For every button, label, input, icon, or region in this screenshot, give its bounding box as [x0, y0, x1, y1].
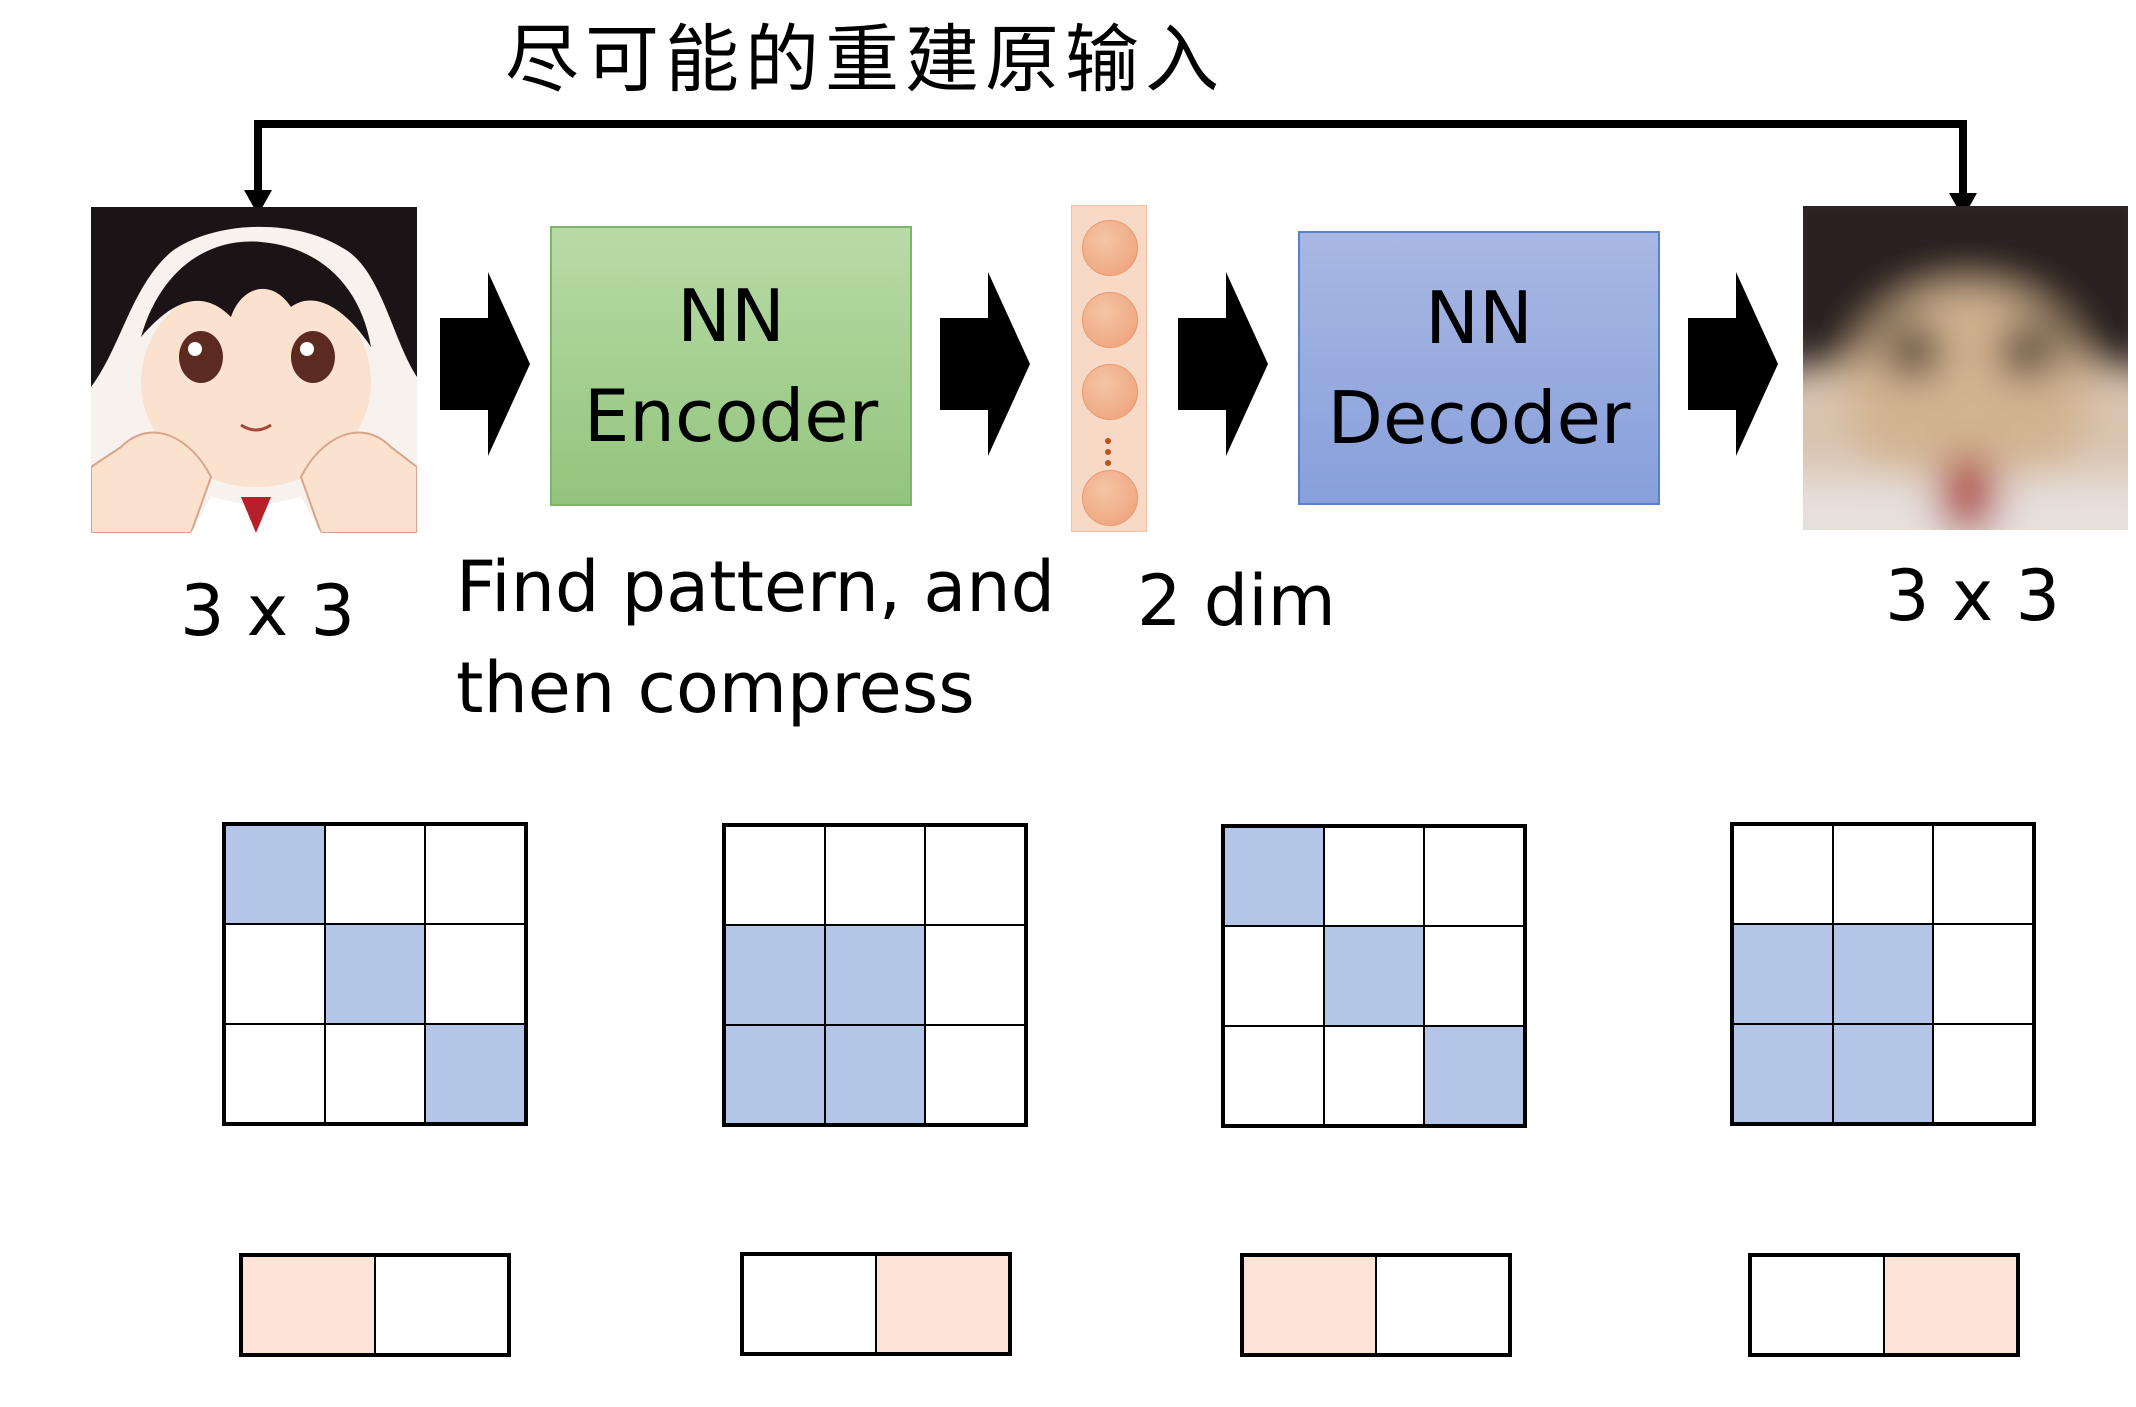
grid-cell-filled	[1324, 926, 1424, 1026]
code-dim-label: 2 dim	[1137, 560, 1336, 642]
encoder-caption-line2: then compress	[456, 647, 975, 729]
code-grid-2-3	[1240, 1253, 1512, 1357]
grid-cell-filled	[325, 924, 425, 1024]
encoder-caption-line1: Find pattern, and	[456, 546, 1056, 628]
code-cell-empty	[1751, 1256, 1884, 1354]
grid-cell-empty	[325, 825, 425, 925]
grid-cell-empty	[1324, 1025, 1424, 1125]
grid-cell-empty	[1224, 1025, 1324, 1125]
grid-cell-empty	[1833, 825, 1933, 925]
grid-cell-filled	[825, 1024, 925, 1124]
code-vector	[1071, 205, 1147, 532]
code-cell-filled	[1243, 1256, 1376, 1354]
code-grid-2-1	[239, 1253, 511, 1357]
grid-cell-filled	[725, 925, 825, 1025]
grid-cell-empty	[325, 1023, 425, 1123]
grid-cell-empty	[825, 826, 925, 926]
flow-arrow-4	[1688, 272, 1778, 456]
encoder-line1: NN	[677, 274, 785, 358]
output-size-label: 3 x 3	[1885, 555, 2060, 637]
grid-cell-empty	[1933, 1023, 2033, 1123]
code-grid-2-2	[740, 1252, 1012, 1356]
code-grid-2-4	[1748, 1253, 2020, 1357]
grid-cell-empty	[425, 924, 525, 1024]
grid-cell-empty	[1424, 827, 1524, 927]
grid-cell-empty	[925, 925, 1025, 1025]
code-node	[1082, 364, 1138, 420]
grid-cell-empty	[1424, 926, 1524, 1026]
grid-cell-filled	[1224, 827, 1324, 927]
grid-cell-filled	[825, 925, 925, 1025]
grid-cell-filled	[1833, 1023, 1933, 1123]
grid-cell-empty	[725, 826, 825, 926]
flow-arrow-2	[940, 272, 1030, 456]
grid-cell-empty	[925, 826, 1025, 926]
code-cell-empty	[743, 1255, 876, 1353]
decoder-line2: Decoder	[1327, 376, 1631, 460]
input-image	[91, 207, 417, 533]
grid-cell-empty	[225, 1023, 325, 1123]
code-cell-filled	[1884, 1256, 2017, 1354]
flow-arrow-3	[1178, 272, 1268, 456]
code-cell-filled	[242, 1256, 375, 1354]
grid-cell-filled	[1833, 924, 1933, 1024]
input-size-label: 3 x 3	[180, 570, 355, 652]
grid-cell-empty	[1933, 924, 2033, 1024]
grid-cell-filled	[1733, 1023, 1833, 1123]
grid-cell-filled	[225, 825, 325, 925]
nn-encoder-box: NN Encoder	[550, 226, 912, 506]
grid-cell-empty	[1324, 827, 1424, 927]
flow-arrow-1	[440, 272, 530, 456]
code-node	[1082, 292, 1138, 348]
code-cell-empty	[1376, 1256, 1509, 1354]
output-image	[1803, 206, 2128, 530]
code-node	[1082, 470, 1138, 526]
ellipsis-dots	[1105, 438, 1111, 471]
arrowhead-input	[244, 190, 272, 215]
grid-cell-empty	[225, 924, 325, 1024]
code-cell-empty	[375, 1256, 508, 1354]
grid-cell-empty	[425, 825, 525, 925]
grid-cell-filled	[1424, 1025, 1524, 1125]
nn-decoder-box: NN Decoder	[1298, 231, 1660, 505]
pattern-grid-3x3-2	[722, 823, 1028, 1127]
grid-cell-filled	[1733, 924, 1833, 1024]
pattern-grid-3x3-4	[1730, 822, 2036, 1126]
grid-cell-filled	[725, 1024, 825, 1124]
pattern-grid-3x3-1	[222, 822, 528, 1126]
code-node	[1082, 220, 1138, 276]
grid-cell-empty	[1933, 825, 2033, 925]
grid-cell-filled	[425, 1023, 525, 1123]
code-cell-filled	[876, 1255, 1009, 1353]
decoder-line1: NN	[1425, 276, 1533, 360]
encoder-line2: Encoder	[583, 374, 879, 458]
grid-cell-empty	[1733, 825, 1833, 925]
reconstruction-title: 尽可能的重建原输入	[505, 17, 1225, 103]
pattern-grid-3x3-3	[1221, 824, 1527, 1128]
grid-cell-empty	[925, 1024, 1025, 1124]
grid-cell-empty	[1224, 926, 1324, 1026]
